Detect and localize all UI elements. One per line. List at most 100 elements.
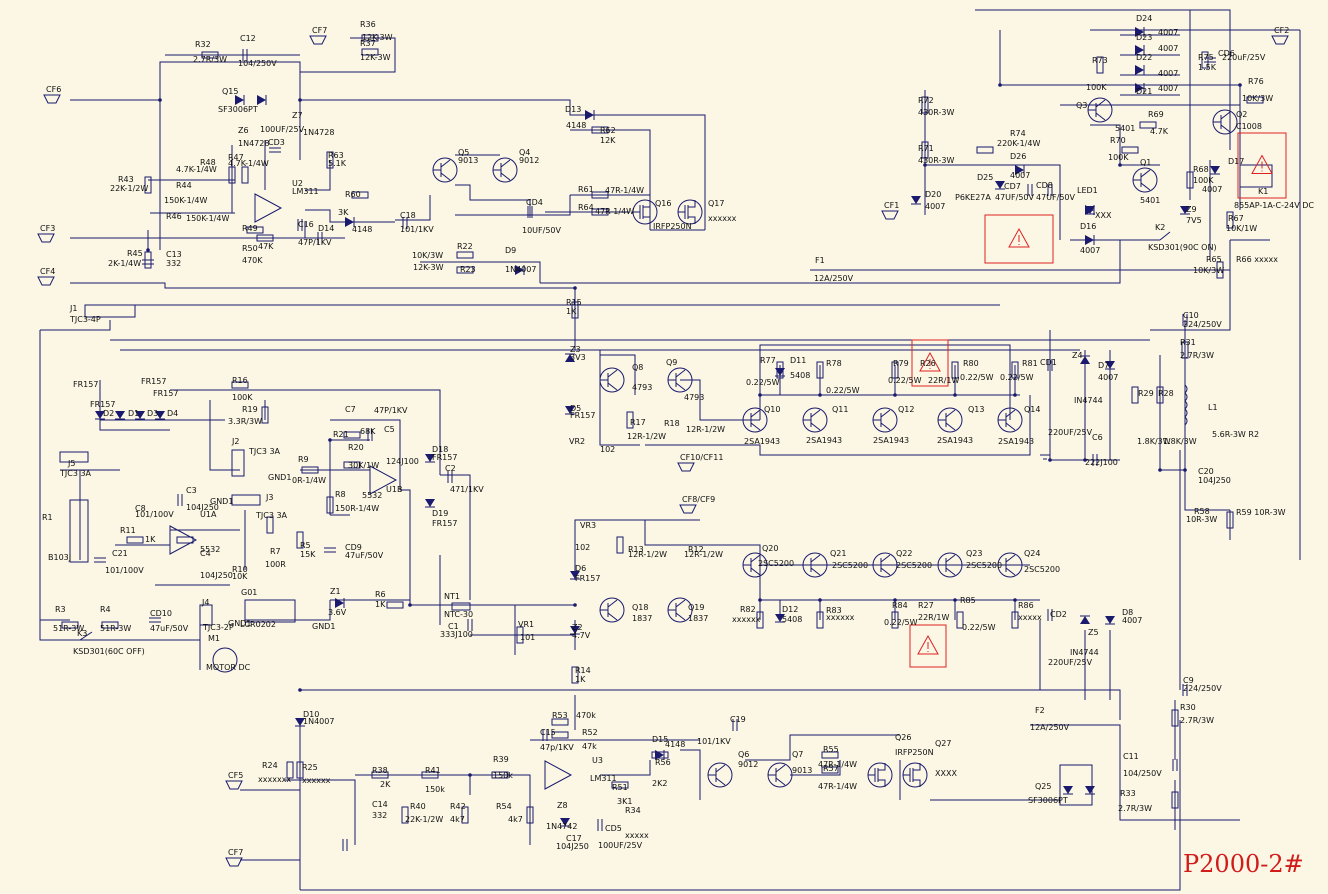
component-label-c11: C11 — [1123, 752, 1139, 761]
component-label-r32: R32 — [195, 40, 211, 49]
component-label-f1v: 12A/250V — [814, 274, 854, 283]
component-label-r29v: 1.8K/3W — [1137, 437, 1171, 446]
component-label-d2: D2 — [103, 409, 114, 418]
component-label-q14v: 2SA1943 — [998, 437, 1034, 446]
diode — [570, 571, 580, 579]
resistor — [551, 731, 569, 739]
resistor — [1201, 51, 1209, 69]
component-label-r16v: 100K — [232, 393, 253, 402]
component-label-d15: D15 — [652, 735, 668, 744]
components — [59, 27, 1273, 851]
wire — [759, 344, 1011, 420]
component-label-d12: D12 — [782, 605, 798, 614]
component-label-q26v: IRFP250N — [895, 748, 934, 757]
resistor — [301, 466, 319, 474]
component-label-d15v: 4148 — [665, 740, 685, 749]
component-label-r57: R57 — [823, 764, 839, 773]
wire — [39, 620, 200, 641]
component-label-q13: Q13 — [968, 405, 984, 414]
component-label-r23: R23 — [460, 265, 476, 274]
component-label-r27: R27 — [918, 601, 934, 610]
component-label-cd7v: 47UF/50V — [995, 193, 1035, 202]
junction-dot — [953, 393, 957, 397]
component-label-r52: R52 — [582, 728, 598, 737]
resistor — [1096, 56, 1104, 74]
component-label-r19: R19 — [242, 405, 258, 414]
capacitor — [142, 259, 154, 265]
capacitor — [1182, 314, 1188, 326]
component-label-fr157c: FR157 — [153, 389, 178, 398]
capacitor — [527, 206, 533, 218]
capacitor — [242, 49, 248, 61]
component-label-r58v: 10R-3W — [1186, 515, 1217, 524]
component-label-c1v: 333J100 — [440, 630, 473, 639]
component-label-r67: R67 — [1228, 214, 1244, 223]
component-label-q8: Q8 — [632, 363, 643, 372]
component-label-c3b: C3 — [186, 486, 197, 495]
component-label-r48: R48 — [200, 158, 216, 167]
component-label-q11v: 2SA1943 — [806, 436, 842, 445]
component-label-d8: D8 — [1122, 608, 1133, 617]
component-label-c18v: 101/1KV — [400, 225, 434, 234]
wire — [540, 240, 1121, 284]
resistor — [516, 626, 524, 644]
resistor — [231, 381, 249, 389]
component-label-c20v: 104J250 — [1198, 476, 1231, 485]
connector-j1 — [84, 304, 136, 318]
inductor — [1184, 384, 1188, 426]
component-label-r83v: xxxxxx — [826, 613, 855, 622]
component-label-c10v: 224/250V — [1183, 320, 1222, 329]
capacitor — [324, 547, 336, 553]
op-amp — [169, 525, 198, 555]
component-label-led1v: XXX — [1095, 211, 1112, 220]
diode — [155, 411, 165, 419]
connector-cf1: CF1 — [881, 201, 899, 220]
diode — [565, 406, 575, 414]
component-label-q25v: SF3006PT — [1028, 796, 1068, 805]
capacitor — [1204, 57, 1216, 63]
component-label-k2v: KSD301(90C ON) — [1148, 243, 1217, 252]
component-label-r54v: 4k7 — [508, 815, 523, 824]
resistor — [491, 771, 509, 779]
resistor — [951, 361, 959, 379]
wire — [680, 749, 701, 800]
component-label-u2: U2 — [292, 179, 303, 188]
component-label-r47v: 4.7K-1/4W — [228, 159, 269, 168]
component-label-cd8: CD8 — [1036, 181, 1053, 190]
junction-dot — [298, 98, 302, 102]
component-label-cd5: CD5 — [605, 824, 622, 833]
wire — [300, 689, 1121, 720]
component-label-r78v: 0.22/5W — [826, 386, 860, 395]
component-label-u1av: 5532 — [200, 545, 220, 554]
connector-cf2: CF2 — [1271, 26, 1289, 45]
component-label-c8v: 101/100V — [135, 510, 174, 519]
capacitor — [177, 494, 183, 506]
resistor — [891, 611, 899, 629]
component-label-r28: R28 — [1158, 389, 1174, 398]
component-label-r69: R69 — [1148, 110, 1164, 119]
component-label-r72v: 430R-3W — [918, 108, 954, 117]
wire — [1010, 164, 1061, 240]
component-label-r72: R72 — [918, 96, 934, 105]
component-label-r32v: 2.7R/3W — [193, 55, 227, 64]
junction-dot — [1158, 468, 1162, 472]
component-label-z3: Z3 — [570, 345, 581, 354]
connector-cf6: CF6 — [43, 85, 61, 104]
resistor — [1156, 386, 1164, 404]
svg-text:CF10/CF11: CF10/CF11 — [680, 453, 723, 462]
component-label-c1: C1 — [448, 622, 459, 631]
component-label-r84: R84 — [892, 601, 908, 610]
component-label-r74: R74 — [1010, 129, 1026, 138]
component-label-r64v: 47R-1/4W — [595, 207, 634, 216]
component-label-vr2: VR2 — [569, 437, 585, 446]
component-label-z9: Z9 — [1186, 205, 1197, 214]
component-label-q18v: 1837 — [632, 614, 652, 623]
resistor — [976, 146, 994, 154]
diode — [565, 354, 575, 362]
component-label-c13v: 332 — [166, 259, 181, 268]
diode — [257, 95, 266, 105]
component-label-c21v: 101/100V — [105, 566, 144, 575]
component-label-r41: R41 — [425, 766, 441, 775]
resistor — [1226, 211, 1234, 229]
component-label-d14v: 4148 — [352, 225, 372, 234]
